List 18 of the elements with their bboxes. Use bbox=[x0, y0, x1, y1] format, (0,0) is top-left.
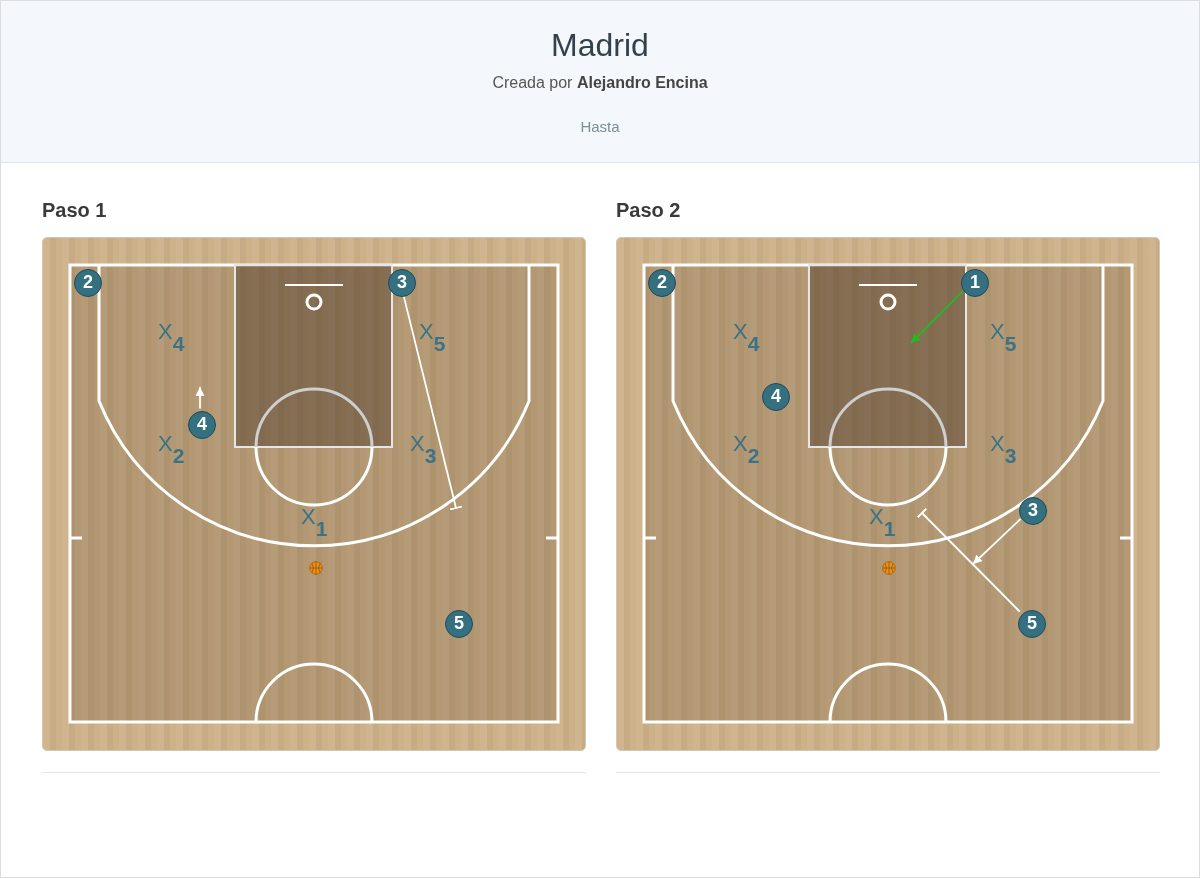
player-circle: 2 bbox=[648, 269, 676, 297]
player-circle: 5 bbox=[445, 610, 473, 638]
step-heading: Paso 1 bbox=[42, 200, 107, 220]
arrow bbox=[972, 518, 1022, 565]
player-circle: 3 bbox=[388, 269, 416, 297]
player-circle: 2 bbox=[74, 269, 102, 297]
subtitle: Hasta bbox=[580, 119, 620, 134]
arrow bbox=[910, 290, 964, 344]
title: Madrid bbox=[551, 29, 649, 61]
arrow bbox=[195, 386, 205, 410]
player-circle: 4 bbox=[762, 383, 790, 411]
player-circle: 1 bbox=[961, 269, 989, 297]
screen-line bbox=[916, 507, 1021, 613]
step-heading: Paso 2 bbox=[616, 200, 681, 220]
author-credit: Creada por Alejandro Encina bbox=[492, 75, 708, 91]
player-circle: 4 bbox=[188, 411, 216, 439]
player-circle: 5 bbox=[1018, 610, 1046, 638]
player-circle: 3 bbox=[1019, 497, 1047, 525]
